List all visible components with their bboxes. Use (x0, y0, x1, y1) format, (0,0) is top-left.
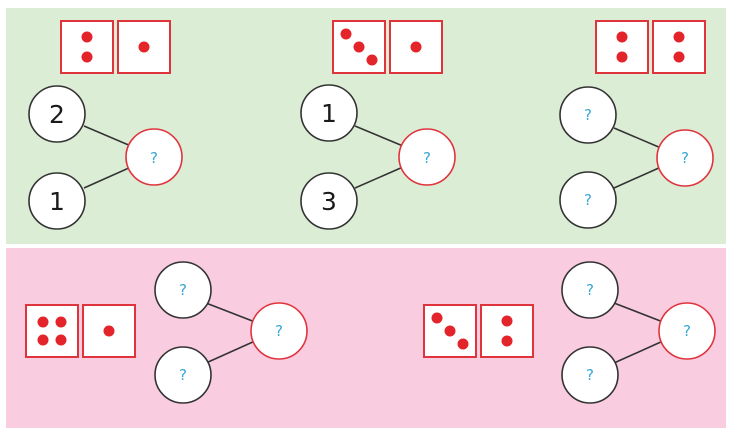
die-pip (138, 41, 150, 53)
problem-5-die-2 (480, 304, 534, 358)
die-pip (81, 51, 93, 63)
problem-4-connector-bottom (205, 340, 256, 364)
die-pip (37, 334, 49, 346)
die-face (652, 20, 706, 74)
die-pip (353, 41, 365, 53)
die-pip (37, 316, 49, 328)
problem-4-top-addend-circle[interactable] (154, 261, 212, 319)
die-face (60, 20, 114, 74)
problem-2-top-addend: 1 (321, 99, 337, 128)
die-pip (103, 325, 115, 337)
problem-3-sum-circle[interactable] (656, 129, 714, 187)
problem-4: ? ? ? (25, 261, 308, 404)
problem-3: ? ? ? (559, 20, 714, 229)
die-pip (673, 51, 685, 63)
problem-2-top-addend-circle[interactable] (300, 84, 358, 142)
die-pip (501, 315, 513, 327)
die-pip (55, 334, 67, 346)
die-pip (81, 31, 93, 43)
die-pip (616, 31, 628, 43)
die-pip (55, 316, 67, 328)
die-pip (410, 41, 422, 53)
problem-1-sum: ? (150, 149, 158, 167)
problem-1-bottom-addend: 1 (49, 187, 65, 216)
problem-1-bottom-addend-circle[interactable] (28, 172, 86, 230)
problem-3-top-addend-circle[interactable] (559, 86, 617, 144)
problem-5-top-addend: ? (586, 281, 594, 299)
problem-2-connector-top (354, 125, 404, 147)
die-pip (444, 325, 456, 337)
die-pip (616, 51, 628, 63)
problem-2-bottom-addend: 3 (321, 187, 337, 216)
die-face (25, 304, 79, 358)
problem-4-bottom-addend: ? (179, 366, 187, 384)
problem-2-bottom-addend-circle[interactable] (300, 172, 358, 230)
problem-2-die-2 (389, 20, 443, 74)
problem-3-connector-top (613, 127, 662, 149)
problem-4-connector-top (205, 302, 256, 323)
problem-5: ? ? ? (423, 261, 716, 404)
problem-1-top-addend-circle[interactable] (28, 85, 86, 143)
problem-4-top-addend: ? (179, 281, 187, 299)
problem-4-die-2 (82, 304, 136, 358)
die-pip (366, 54, 378, 66)
problem-2-connector-bottom (354, 166, 404, 189)
problem-3-die-1 (595, 20, 649, 74)
problem-1-die-2 (117, 20, 171, 74)
problem-2-sum-circle[interactable] (398, 128, 456, 186)
problem-3-top-addend: ? (584, 106, 592, 124)
problem-5-top-addend-circle[interactable] (561, 261, 619, 319)
problem-3-sum: ? (681, 149, 689, 167)
problem-5-die-1 (423, 304, 477, 358)
problem-1-connector-bottom (83, 166, 132, 189)
die-pip (431, 312, 443, 324)
problem-5-bottom-addend-circle[interactable] (561, 346, 619, 404)
die-pip (340, 28, 352, 40)
problem-5-connector-top (613, 302, 664, 323)
die-pip (673, 31, 685, 43)
problem-5-sum-circle[interactable] (658, 302, 716, 360)
problem-4-sum: ? (275, 322, 283, 340)
problem-1: 2 1 ? (28, 20, 183, 230)
problem-3-connector-bottom (613, 166, 662, 189)
problem-2: 1 3 ? (300, 20, 456, 230)
problem-5-sum: ? (683, 322, 691, 340)
problem-4-sum-circle[interactable] (250, 302, 308, 360)
problem-5-connector-bottom (613, 340, 664, 364)
problem-3-bottom-addend: ? (584, 191, 592, 209)
die-face (595, 20, 649, 74)
die-pip (457, 338, 469, 350)
problem-1-die-1 (60, 20, 114, 74)
problem-1-top-addend: 2 (49, 100, 65, 129)
problem-4-bottom-addend-circle[interactable] (154, 346, 212, 404)
problem-2-sum: ? (423, 149, 431, 167)
problem-5-bottom-addend: ? (586, 366, 594, 384)
problem-3-die-2 (652, 20, 706, 74)
die-pip (501, 335, 513, 347)
problem-3-bottom-addend-circle[interactable] (559, 171, 617, 229)
die-face (480, 304, 534, 358)
problem-4-die-1 (25, 304, 79, 358)
problem-1-connector-top (83, 125, 132, 147)
die-face (117, 20, 171, 74)
problem-2-die-1 (332, 20, 386, 74)
problem-1-sum-circle[interactable] (125, 128, 183, 186)
